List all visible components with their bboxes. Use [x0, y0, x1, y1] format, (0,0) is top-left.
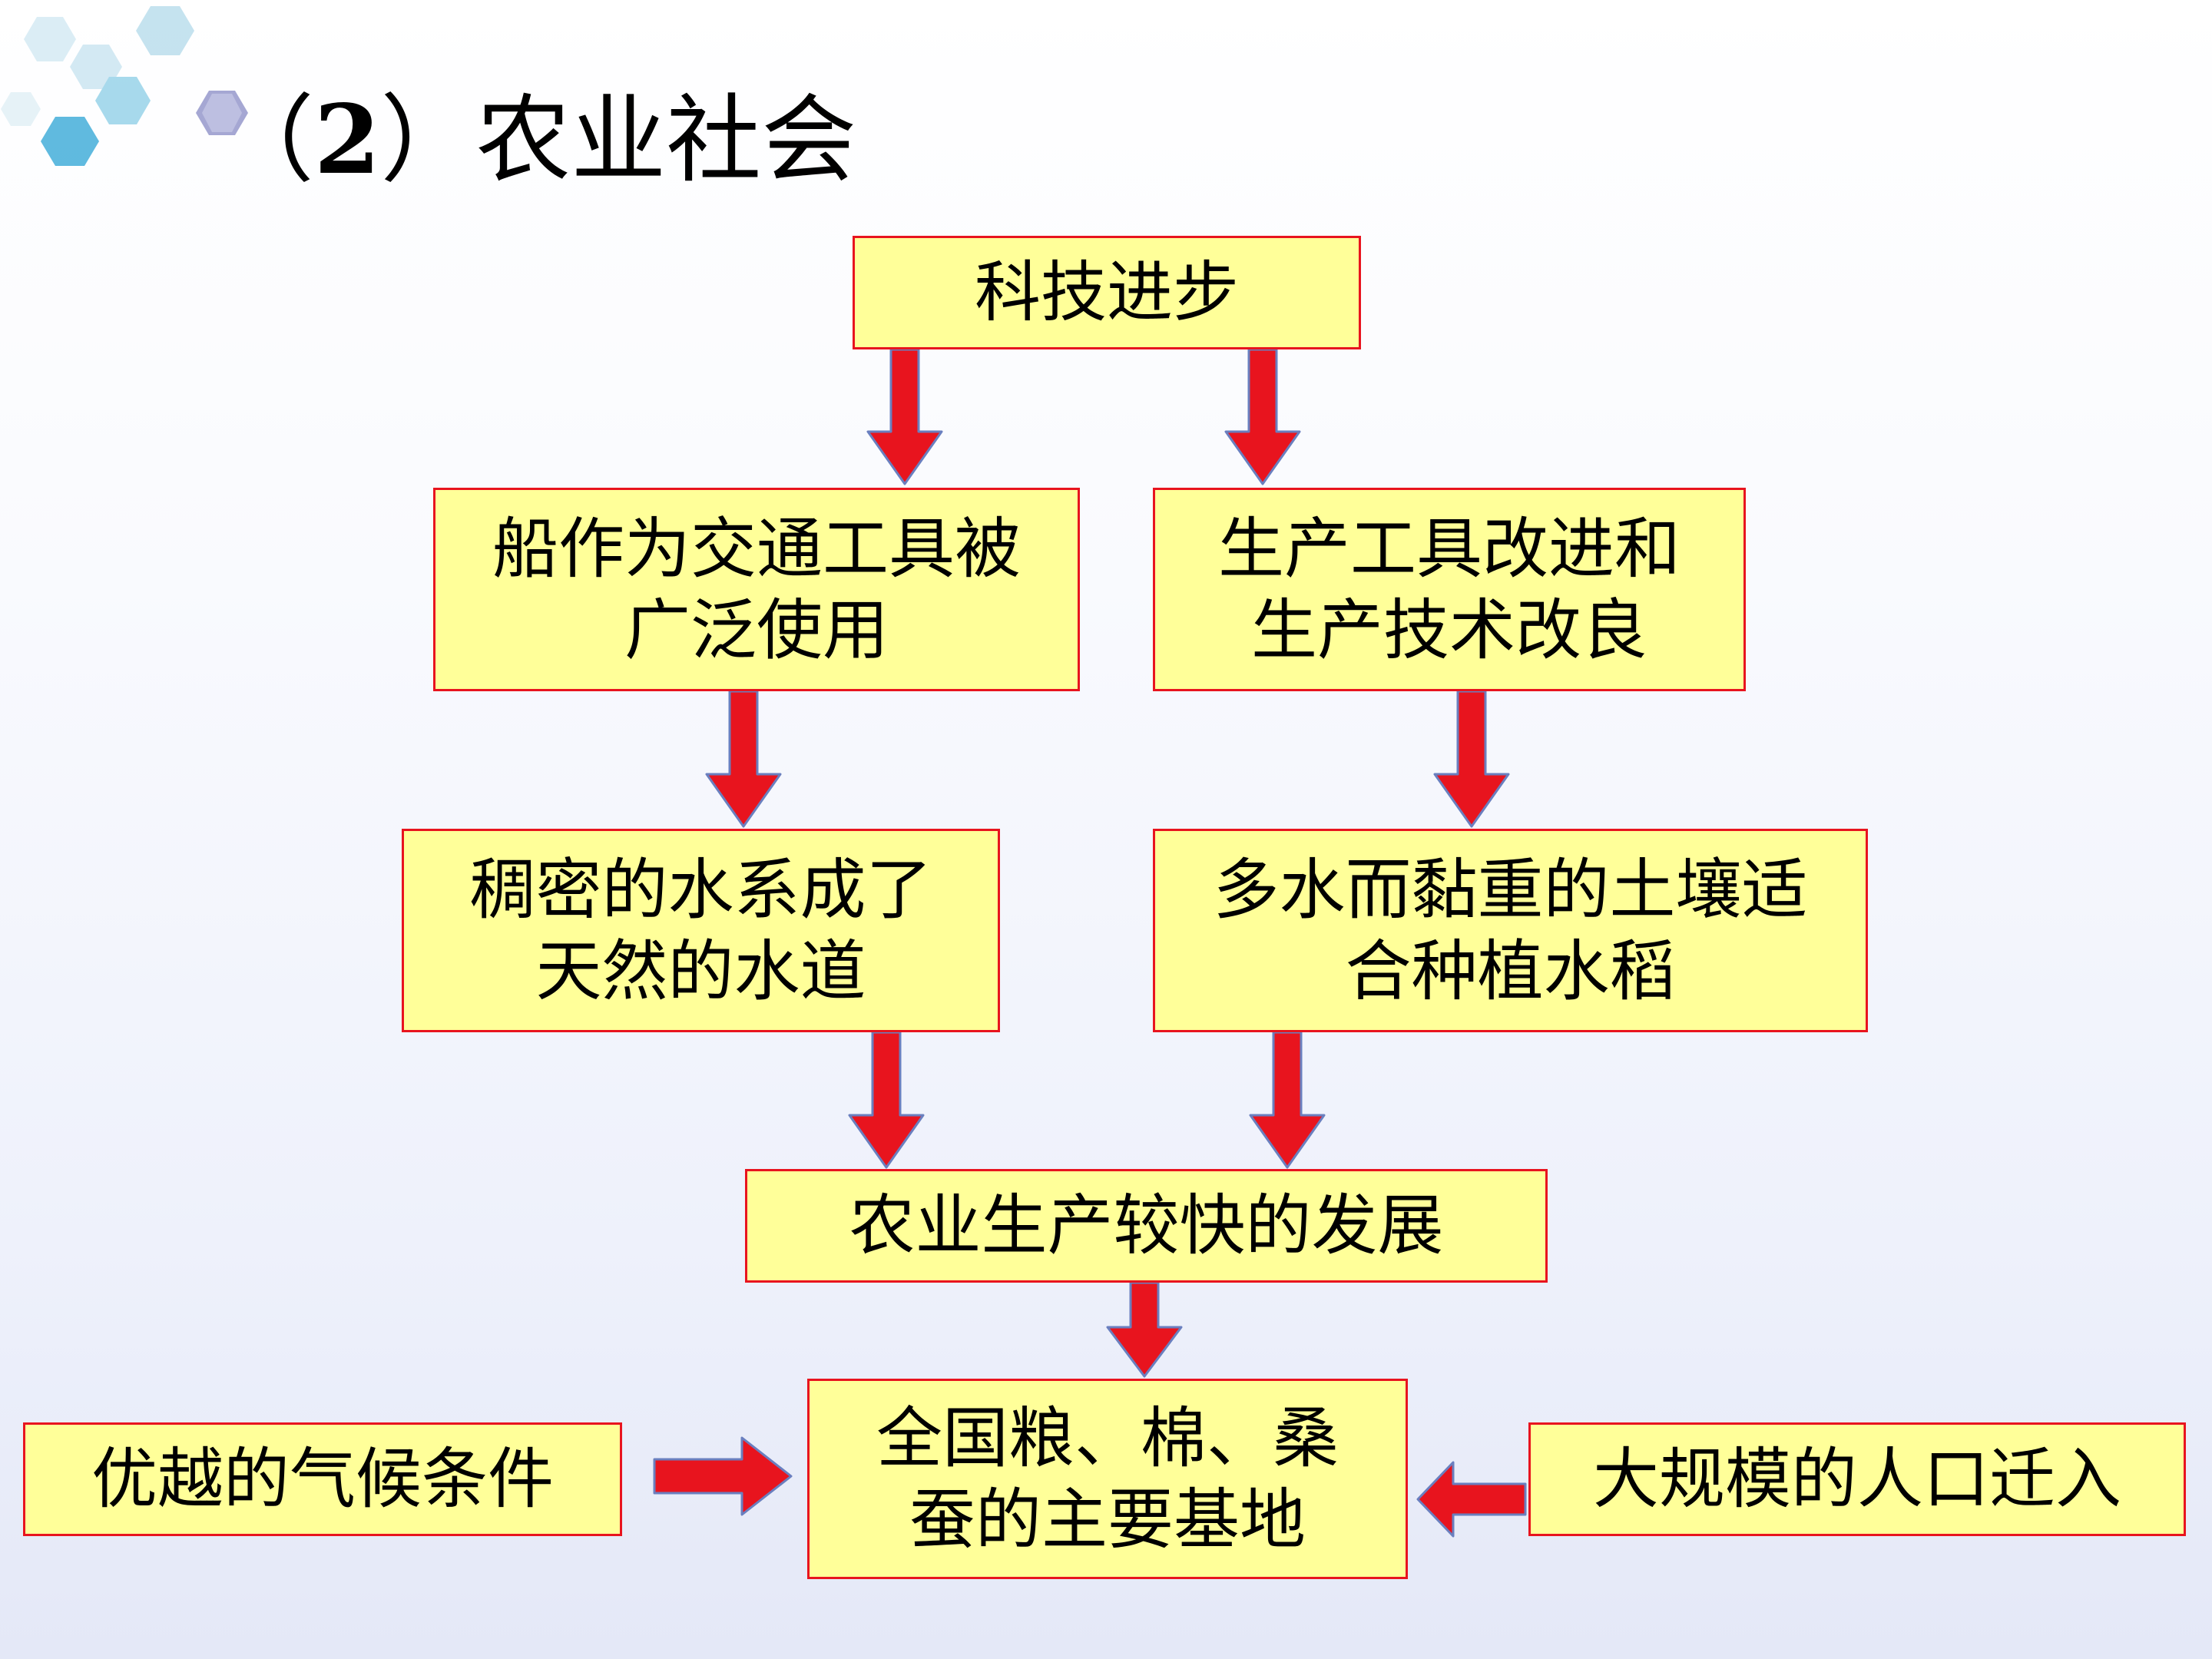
title-number: 2 — [314, 84, 381, 196]
node-agri-development: 农业生产较快的发展 — [745, 1169, 1548, 1283]
node-text-line1: 船作为交通工具被 — [492, 510, 1021, 588]
node-text-line2: 合种植水稻 — [1345, 932, 1676, 1010]
node-climate: 优越的气候条件 — [23, 1422, 622, 1536]
arrow-migration-to-base — [1416, 1461, 1527, 1538]
hexagon-shape — [1, 92, 41, 126]
arrow-climate-to-base — [653, 1436, 793, 1516]
node-text-line1: 生产工具改进和 — [1218, 510, 1681, 588]
node-water-system: 稠密的水系成了 天然的水道 — [402, 829, 1000, 1032]
node-production-tools: 生产工具改进和 生产技术改良 — [1153, 488, 1746, 691]
node-text-line2: 天然的水道 — [535, 932, 866, 1010]
node-text: 大规模的人口迁入 — [1593, 1441, 2121, 1518]
hexagon-shape — [95, 77, 151, 124]
title-prefix: （ — [219, 85, 315, 196]
node-text-line1: 全国粮、棉、桑 — [876, 1399, 1339, 1477]
node-tech-progress: 科技进步 — [853, 236, 1361, 349]
arrow-boat-to-water — [705, 690, 782, 828]
hexagon-decoration — [1, 6, 248, 166]
node-soil-rice: 多水而黏重的土壤适 合种植水稻 — [1153, 829, 1868, 1032]
node-main-base: 全国粮、棉、桑 蚕的主要基地 — [807, 1379, 1408, 1579]
arrow-tech-to-tools — [1224, 348, 1301, 485]
hexagon-shape — [202, 94, 242, 132]
node-text: 科技进步 — [975, 254, 1239, 331]
node-text-line1: 多水而黏重的土壤适 — [1213, 851, 1808, 929]
page-title: （2）农业社会 — [219, 83, 856, 198]
node-boat-transport: 船作为交通工具被 广泛使用 — [433, 488, 1080, 691]
hexagon-shape — [136, 6, 194, 55]
node-text: 农业生产较快的发展 — [849, 1187, 1444, 1264]
node-text-line1: 稠密的水系成了 — [469, 851, 932, 929]
arrow-agri-to-base — [1106, 1281, 1183, 1378]
arrow-tech-to-boat — [866, 348, 943, 485]
hexagon-shape — [24, 17, 76, 61]
arrow-tools-to-soil — [1433, 690, 1510, 828]
node-text-line2: 蚕的主要基地 — [909, 1481, 1306, 1558]
node-text: 优越的气候条件 — [91, 1441, 554, 1518]
hexagon-shape — [41, 117, 99, 166]
node-migration: 大规模的人口迁入 — [1528, 1422, 2186, 1536]
arrow-soil-to-agri — [1249, 1031, 1326, 1169]
node-text-line2: 广泛使用 — [624, 591, 889, 669]
title-suffix: ）农业社会 — [380, 85, 857, 196]
arrow-water-to-agri — [848, 1031, 925, 1169]
node-text-line2: 生产技术改良 — [1251, 591, 1647, 669]
